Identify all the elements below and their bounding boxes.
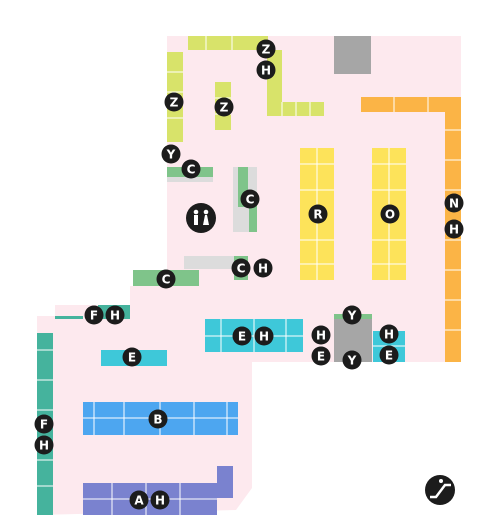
store-zone-c-core-green[interactable] <box>238 167 248 207</box>
badge-f-top[interactable]: F <box>84 305 104 325</box>
badge-h-core-right[interactable]: H <box>379 324 399 344</box>
floor-area <box>37 36 461 515</box>
badge-a[interactable]: A <box>129 490 149 510</box>
badge-label: F <box>90 309 98 323</box>
badge-e-core-right[interactable]: E <box>379 345 399 365</box>
badge-h-top[interactable]: H <box>256 60 276 80</box>
store-zone-z-top[interactable] <box>188 36 268 50</box>
badge-label: Y <box>166 148 176 162</box>
badge-label: H <box>449 223 459 237</box>
badge-label: H <box>384 328 394 342</box>
badge-f-left[interactable]: F <box>34 414 54 434</box>
badge-label: Z <box>220 101 229 115</box>
badge-b[interactable]: B <box>148 409 168 429</box>
badge-label: H <box>155 494 165 508</box>
badge-h-e-main[interactable]: H <box>254 326 274 346</box>
walkway-c-mid <box>184 256 234 269</box>
badge-n[interactable]: N <box>444 193 464 213</box>
badge-label: H <box>39 439 49 453</box>
badge-label: E <box>128 351 136 365</box>
badge-e-main[interactable]: E <box>232 326 252 346</box>
badge-label: O <box>385 208 395 222</box>
indigo-dividers <box>83 483 217 515</box>
badge-label: C <box>246 193 255 207</box>
badge-z-center[interactable]: Z <box>214 97 234 117</box>
badge-label: H <box>258 262 268 276</box>
badge-r[interactable]: R <box>308 204 328 224</box>
badge-c-left[interactable]: C <box>181 159 201 179</box>
badge-h-a[interactable]: H <box>150 490 170 510</box>
badge-h-mid[interactable]: H <box>253 258 273 278</box>
walkway-f <box>55 316 83 319</box>
store-zone-a-side[interactable] <box>217 466 233 498</box>
restroom-icon[interactable] <box>186 203 216 233</box>
badge-label: N <box>449 197 459 211</box>
badge-c-lower[interactable]: C <box>156 269 176 289</box>
badge-label: Y <box>347 309 357 323</box>
badge-label: H <box>110 309 120 323</box>
badge-label: E <box>317 350 325 364</box>
escalator-icon[interactable] <box>425 475 455 505</box>
badge-label: C <box>162 273 171 287</box>
store-zone-n-top[interactable] <box>361 97 461 112</box>
badge-h-right[interactable]: H <box>444 219 464 239</box>
badge-y-left[interactable]: Y <box>161 144 181 164</box>
badge-h-f-top[interactable]: H <box>105 305 125 325</box>
badge-label: Z <box>262 43 271 57</box>
badge-y-core-top[interactable]: Y <box>342 305 362 325</box>
badge-label: F <box>40 418 48 432</box>
orange-dividers <box>393 97 461 331</box>
badge-z-left[interactable]: Z <box>164 92 184 112</box>
badge-o[interactable]: O <box>380 204 400 224</box>
badge-c-mid[interactable]: C <box>231 258 251 278</box>
badge-label: R <box>313 208 322 222</box>
badge-label: B <box>153 413 162 427</box>
badge-c-core[interactable]: C <box>240 189 260 209</box>
walkway-c-small <box>167 177 213 182</box>
badge-label: H <box>261 64 271 78</box>
teal-dividers <box>37 349 53 487</box>
badge-h-core-left[interactable]: H <box>311 325 331 345</box>
badge-label: A <box>134 494 144 508</box>
badge-e-core-left[interactable]: E <box>311 346 331 366</box>
badge-label: H <box>316 329 326 343</box>
badge-label: E <box>238 330 246 344</box>
badge-h-left[interactable]: H <box>34 435 54 455</box>
badge-label: H <box>259 330 269 344</box>
badge-label: C <box>237 262 246 276</box>
badge-label: Y <box>347 354 357 368</box>
badge-z-top[interactable]: Z <box>256 39 276 59</box>
service-core-top <box>334 36 371 74</box>
badge-label: Z <box>170 96 179 110</box>
badge-y-core-bottom[interactable]: Y <box>342 350 362 370</box>
badge-e-small[interactable]: E <box>122 347 142 367</box>
badge-label: E <box>385 349 393 363</box>
store-zone-c-core-green-2[interactable] <box>249 205 257 232</box>
badge-label: C <box>187 163 196 177</box>
